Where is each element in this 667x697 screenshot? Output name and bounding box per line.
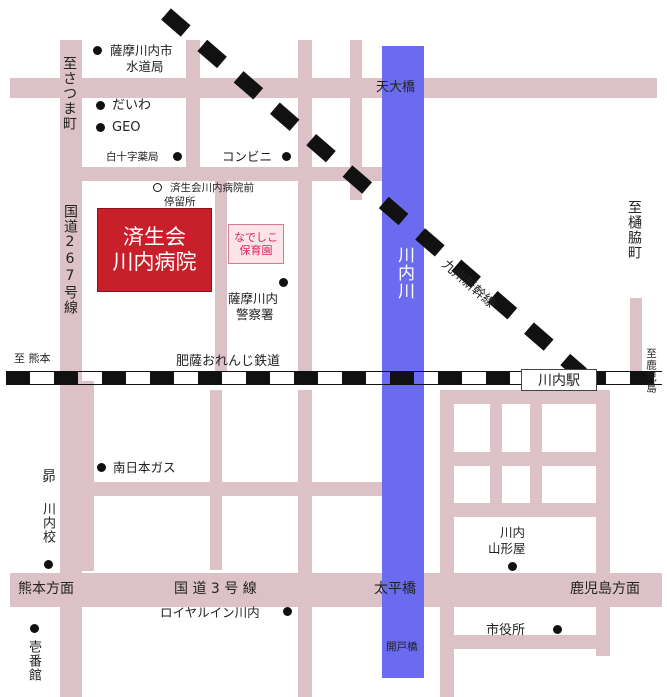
road-top [10, 78, 657, 98]
road-mid-v1 [210, 390, 222, 570]
taihei-bridge-label: 太平橋 [374, 581, 416, 597]
geo-label: GEO [112, 120, 141, 135]
school-marker [44, 560, 53, 569]
ichibankan-label: 壱番館 [26, 640, 41, 682]
water-bureau-label-1: 薩摩川内市 [110, 43, 173, 58]
road-east-a [440, 390, 610, 404]
bus-stop-label-2: 停留所 [164, 196, 196, 208]
yamakataya-label-2: 山形屋 [488, 541, 526, 556]
road-hospital-v [215, 181, 227, 371]
to-hiwaki-label: 至樋脇町 [626, 200, 642, 260]
gas-label: 南日本ガス [113, 460, 176, 475]
yamakataya-marker [508, 562, 517, 571]
kagoshima-direction-label: 鹿児島方面 [570, 581, 640, 597]
hospital-name-1: 済生会 [123, 225, 186, 249]
pharmacy-marker [173, 152, 182, 161]
road-east-c [440, 503, 610, 517]
sendai-station: 川内駅 [521, 369, 597, 391]
royal-inn-label: ロイヤルイン川内 [160, 605, 260, 620]
to-kagoshima-rail-label: 至鹿児島 [645, 348, 657, 394]
gas-marker [97, 463, 106, 472]
water-bureau-marker [93, 46, 102, 55]
water-bureau-label-2: 水道局 [126, 59, 164, 74]
route-267-label: 国道267号線 [62, 204, 78, 315]
police-label-1: 薩摩川内 [228, 291, 279, 306]
road-route-267 [60, 40, 82, 697]
city-hall-marker [553, 625, 562, 634]
road-route-3 [10, 573, 662, 607]
route-3-label: 国 道 3 号 線 [174, 581, 257, 597]
ichibankan-marker [30, 624, 39, 633]
road-hiwaki [630, 298, 642, 374]
road-east-b [440, 452, 610, 466]
bus-stop-marker [153, 183, 162, 192]
city-hall-label: 市役所 [486, 623, 526, 638]
road-east-v2 [490, 404, 502, 514]
convenience-label: コンビニ [222, 149, 273, 164]
to-kumamoto-rail-label: 至 熊本 [14, 352, 51, 365]
river-label: 川内川 [394, 246, 414, 300]
convenience-marker [282, 152, 291, 161]
road-upper-v1 [186, 40, 200, 167]
road-west-v [82, 381, 94, 571]
road-upper-v3 [350, 40, 362, 200]
nursery-name-1: なでしこ [234, 231, 278, 244]
kaito-bridge-label: 開戸橋 [386, 641, 418, 653]
sendai-river [382, 46, 424, 678]
nursery-name-2: 保育園 [239, 244, 273, 257]
saiseikai-hospital: 済生会 川内病院 [97, 208, 212, 292]
road-east-v4 [596, 390, 610, 656]
subaru-label: 昴 [42, 469, 56, 485]
nadeshiko-nursery: なでしこ 保育園 [228, 224, 284, 264]
to-satsuma-label: 至さつま町 [61, 56, 77, 131]
police-marker [279, 278, 288, 287]
hisatsu-line-label: 肥薩おれんじ鉄道 [176, 354, 281, 369]
hospital-name-2: 川内病院 [112, 250, 197, 274]
tentai-bridge-label: 天大橋 [376, 80, 416, 95]
pharmacy-label: 白十字薬局 [106, 151, 159, 163]
road-east-v1 [440, 390, 454, 697]
kawauchi-school-label: 川内校 [40, 502, 55, 544]
bus-stop-label-1: 済生会川内病院前 [170, 182, 254, 194]
geo-marker [96, 123, 105, 132]
daiwa-label: だいわ [112, 98, 152, 113]
road-east-d [440, 635, 610, 649]
road-upper-v2 [298, 40, 312, 380]
road-east-v3 [530, 404, 542, 514]
police-label-2: 警察署 [236, 307, 274, 322]
daiwa-marker [96, 101, 105, 110]
royal-inn-marker [283, 607, 292, 616]
kumamoto-direction-label: 熊本方面 [18, 581, 74, 597]
yamakataya-label-1: 川内 [500, 525, 526, 540]
road-mid-v2 [298, 390, 312, 697]
